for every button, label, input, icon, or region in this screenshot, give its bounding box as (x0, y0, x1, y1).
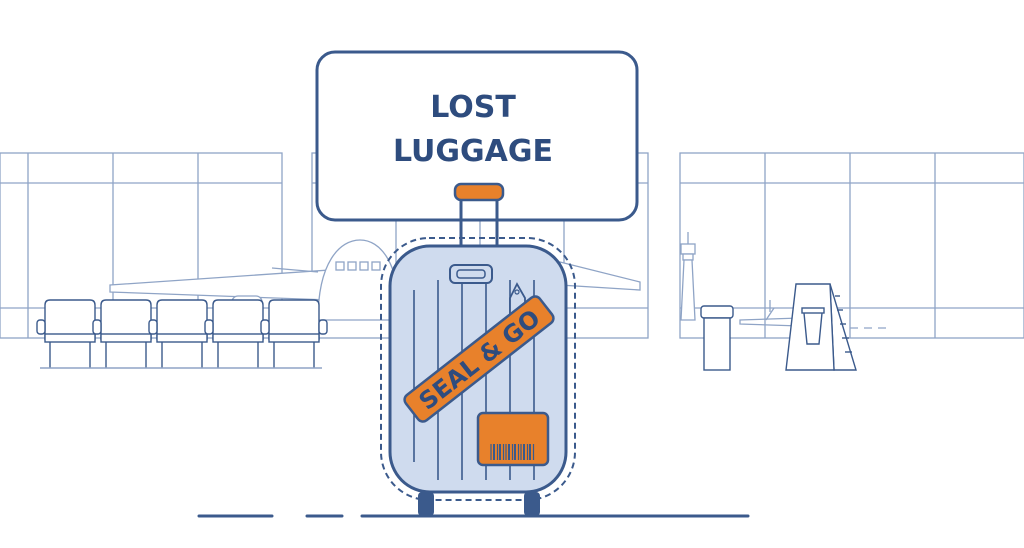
coffee-cup-icon (801, 307, 825, 345)
right-terminal-window (679, 152, 1024, 339)
seat (148, 299, 208, 368)
seat (204, 299, 264, 368)
sign-line-2: LUGGAGE (393, 134, 553, 169)
coffee-sign-stand (785, 283, 857, 371)
suitcase: SEAL & GO (380, 182, 576, 516)
lost-luggage-sign: LOST LUGGAGE (315, 50, 639, 222)
suitcase-wheel (524, 492, 540, 516)
seat (92, 299, 152, 368)
sign-line-1: LOST (430, 90, 516, 125)
seat (260, 299, 328, 368)
seal-wrap-outline (380, 237, 576, 501)
suitcase-handle (453, 182, 505, 250)
suitcase-wheel (418, 492, 434, 516)
waiting-seats (36, 299, 328, 369)
control-tower-icon (680, 232, 696, 321)
barcode-label (476, 411, 550, 467)
barcode-icon (490, 444, 535, 460)
seat (36, 299, 96, 368)
trash-bin-icon (700, 305, 734, 371)
